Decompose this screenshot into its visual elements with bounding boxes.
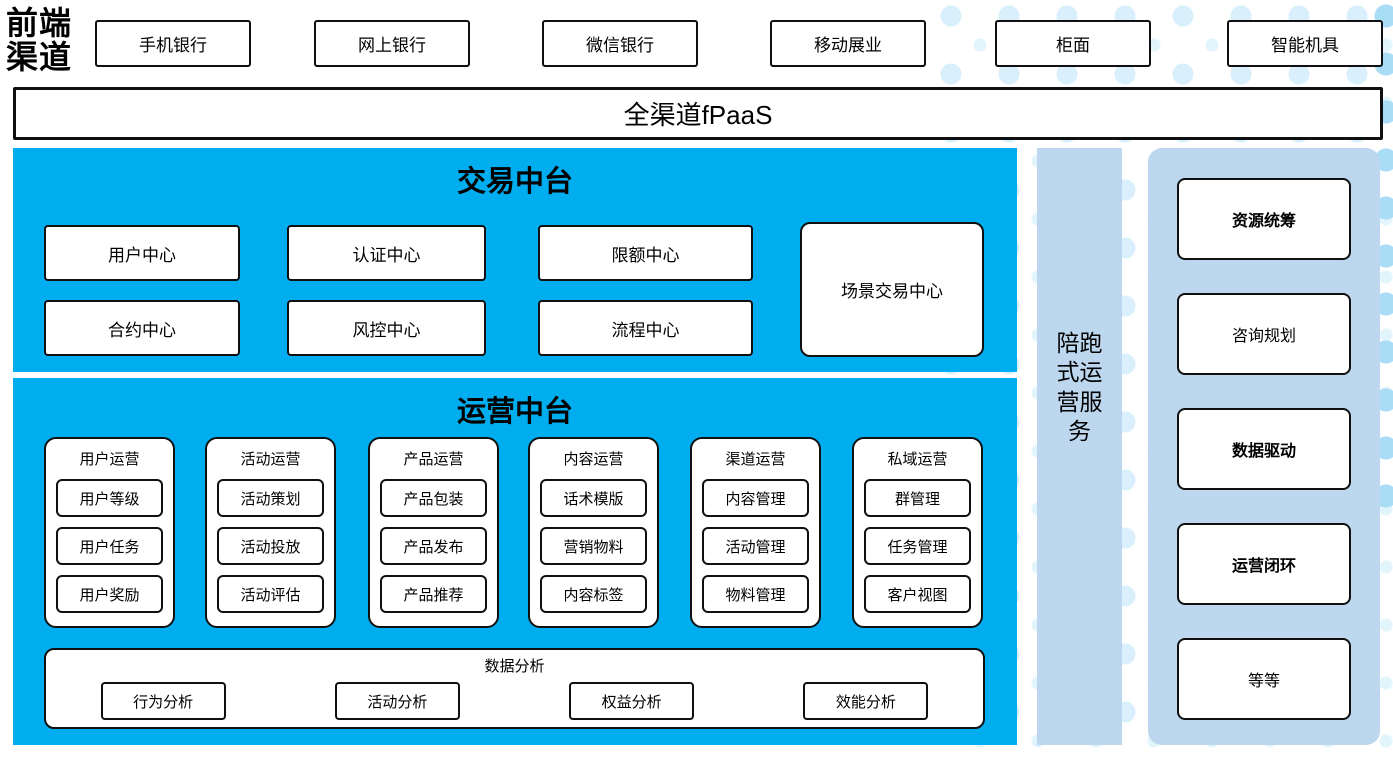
group-item: 产品包装 [380,479,487,517]
operation-group-private-domain: 私域运营 群管理 任务管理 客户视图 [852,437,983,628]
operation-group-activity: 活动运营 活动策划 活动投放 活动评估 [205,437,336,628]
group-item: 用户任务 [56,527,163,565]
data-analysis-title: 数据分析 [484,658,545,675]
group-item: 群管理 [864,479,971,517]
group-item: 任务管理 [864,527,971,565]
group-item: 用户奖励 [56,575,163,613]
group-title: 用户运营 [79,451,140,468]
data-analysis-row: 行为分析 活动分析 权益分析 效能分析 [46,682,983,720]
group-title: 内容运营 [563,451,624,468]
group-item: 活动评估 [217,575,324,613]
group-item: 活动策划 [217,479,324,517]
operation-platform-title: 运营中台 [456,396,573,428]
analysis-box-behavior: 行为分析 [100,682,226,720]
operation-platform-panel: 运营中台 用户运营 用户等级 用户任务 用户奖励 活动运营 活动策划 活动投放 … [13,378,1017,745]
operation-group-content: 内容运营 话术模版 营销物料 内容标签 [528,437,659,628]
service-box-consulting: 咨询规划 [1177,293,1351,375]
analysis-box-efficiency: 效能分析 [803,682,929,720]
group-item: 用户等级 [56,479,163,517]
trade-platform-panel: 交易中台 用户中心 认证中心 限额中心 合约中心 风控中心 流程中心 场景交易中… [13,148,1017,372]
accompanying-service-bar: 陪跑式运营服务 [1037,148,1122,745]
group-item: 产品推荐 [380,575,487,613]
center-box-auth: 认证中心 [287,225,486,281]
group-item: 活动管理 [702,527,809,565]
front-channels-label: 前端渠道 [6,5,73,75]
group-title: 活动运营 [240,451,301,468]
group-title: 私域运营 [887,451,948,468]
service-panel: 资源统筹 咨询规划 数据驱动 运营闭环 等等 [1148,148,1380,745]
service-box-data-driven: 数据驱动 [1177,408,1351,490]
group-item: 产品发布 [380,527,487,565]
operation-group-product: 产品运营 产品包装 产品发布 产品推荐 [368,437,499,628]
trade-platform-title: 交易中台 [456,166,573,198]
center-box-contract: 合约中心 [44,300,240,356]
channel-box-mobile-marketing: 移动展业 [770,20,926,67]
channel-box-wechat-banking: 微信银行 [542,20,698,67]
channel-box-smart-machine: 智能机具 [1227,20,1383,67]
group-item: 营销物料 [540,527,647,565]
channel-box-online-banking: 网上银行 [314,20,470,67]
group-item: 客户视图 [864,575,971,613]
data-analysis-panel: 数据分析 行为分析 活动分析 权益分析 效能分析 [44,648,985,729]
operation-group-channel: 渠道运营 内容管理 活动管理 物料管理 [690,437,821,628]
channel-box-mobile-banking: 手机银行 [95,20,251,67]
group-item: 话术模版 [540,479,647,517]
center-box-process: 流程中心 [538,300,753,356]
omnichannel-fpaas-bar: 全渠道fPaaS [13,87,1383,140]
center-box-scene-trade: 场景交易中心 [800,222,984,357]
group-item: 内容标签 [540,575,647,613]
service-box-etc: 等等 [1177,638,1351,720]
center-box-limit: 限额中心 [538,225,753,281]
service-box-resource: 资源统筹 [1177,178,1351,260]
accompanying-service-label: 陪跑式运营服务 [1056,329,1103,444]
analysis-box-activity: 活动分析 [334,682,460,720]
group-item: 内容管理 [702,479,809,517]
center-box-risk: 风控中心 [287,300,486,356]
channel-box-counter: 柜面 [995,20,1151,67]
group-item: 活动投放 [217,527,324,565]
group-title: 渠道运营 [725,451,786,468]
operation-group-user: 用户运营 用户等级 用户任务 用户奖励 [44,437,175,628]
center-box-user: 用户中心 [44,225,240,281]
group-item: 物料管理 [702,575,809,613]
group-title: 产品运营 [403,451,464,468]
service-box-closed-loop: 运营闭环 [1177,523,1351,605]
analysis-box-benefit: 权益分析 [569,682,695,720]
